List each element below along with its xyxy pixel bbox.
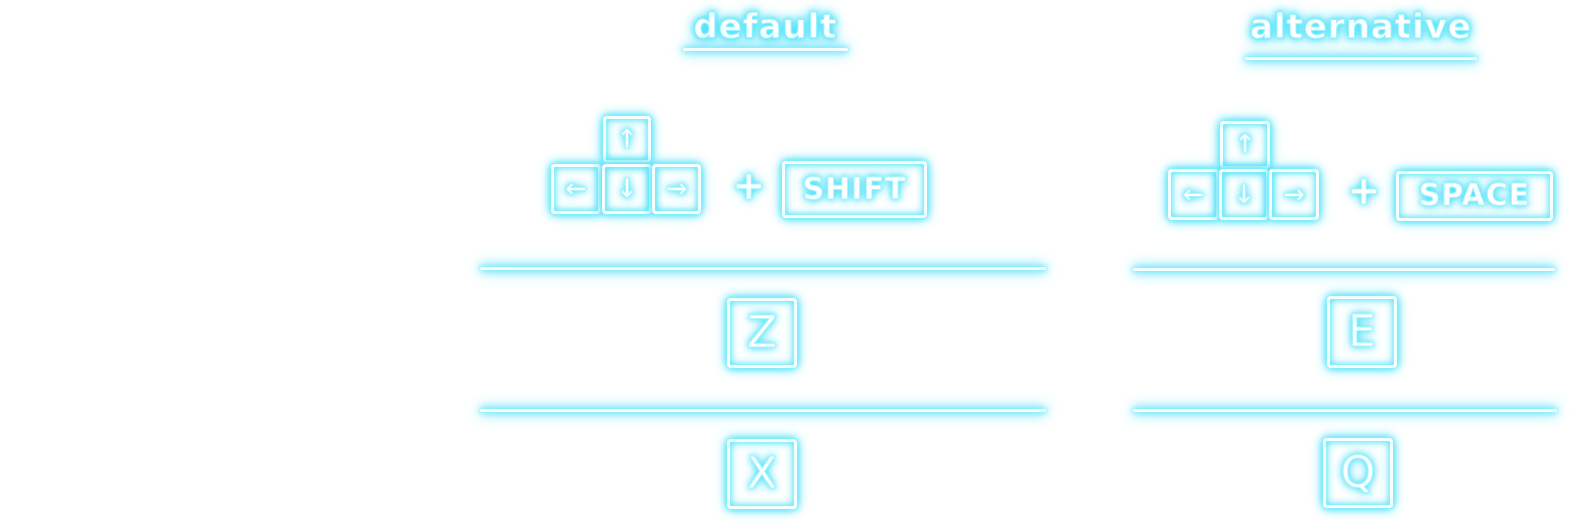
default-down-arrow-key: ↓ [602, 164, 652, 214]
default-right-arrow-key: → [652, 164, 701, 214]
alternative-right-arrow-key: → [1269, 169, 1319, 220]
default-divider-1 [480, 267, 1046, 270]
alternative-up-arrow-key: ↑ [1220, 121, 1270, 169]
default-divider-2 [480, 409, 1046, 412]
default-column-title: default [693, 7, 838, 47]
default-z-key: Z [727, 298, 797, 368]
default-shift-key: SHIFT [782, 161, 927, 218]
alternative-plus-sign: + [1347, 168, 1382, 214]
default-title-underline [683, 48, 848, 51]
alternative-left-arrow-key: ← [1168, 169, 1219, 220]
alternative-space-key: SPACE [1396, 171, 1553, 221]
alternative-e-key: E [1327, 296, 1397, 368]
default-left-arrow-key: ← [551, 164, 601, 214]
default-up-arrow-key: ↑ [603, 116, 651, 163]
default-x-key: X [727, 439, 797, 509]
alternative-title-underline [1245, 57, 1477, 60]
alternative-down-arrow-key: ↓ [1219, 169, 1269, 220]
alternative-divider-2 [1133, 409, 1557, 412]
alternative-divider-1 [1133, 268, 1555, 271]
default-plus-sign: + [732, 163, 767, 209]
alternative-q-key: Q [1323, 438, 1393, 508]
alternative-column-title: alternative [1250, 7, 1472, 47]
